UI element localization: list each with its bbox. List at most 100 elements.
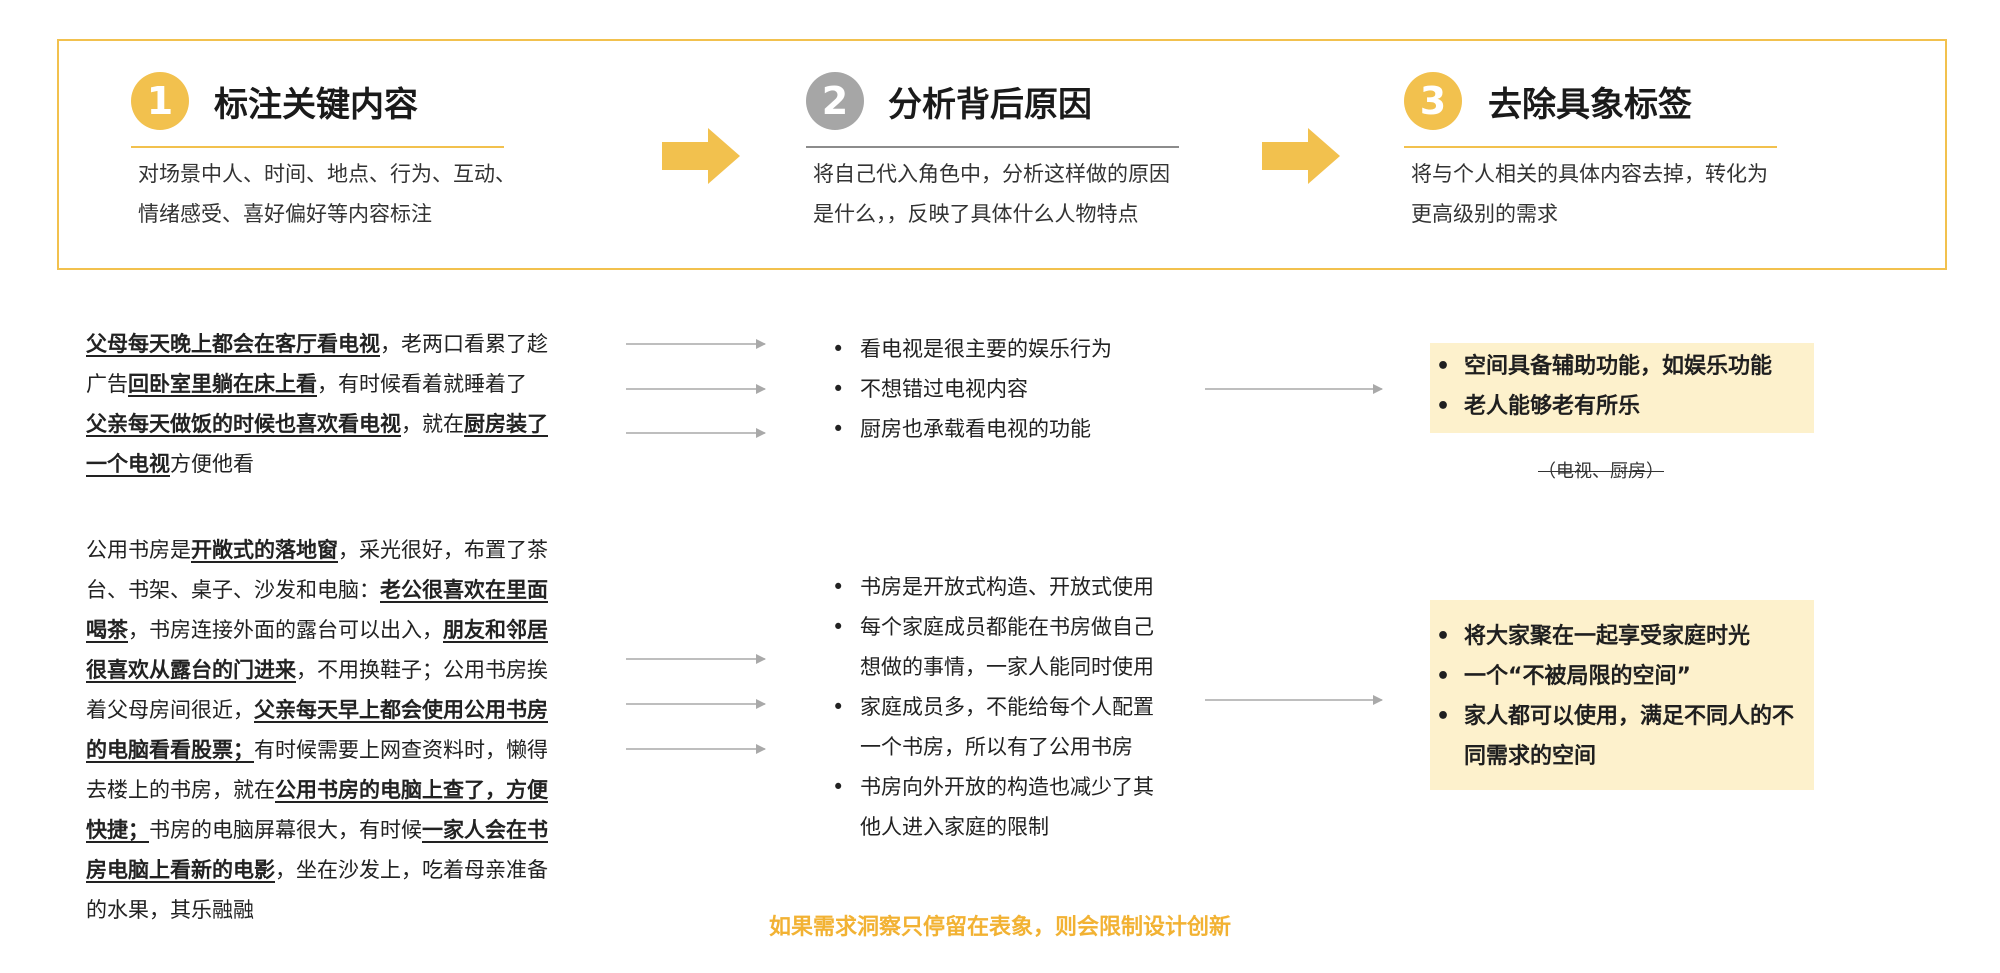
scenario-1-observation-line: 父母每天晚上都会在客厅看电视，老两口看累了趁 bbox=[86, 324, 548, 364]
need-item-text: 将大家聚在一起享受家庭时光 bbox=[1464, 624, 1751, 649]
highlighted-text: 的电脑看看股票； bbox=[86, 738, 254, 762]
plain-text: ，有时候看着就睡着了 bbox=[317, 372, 527, 396]
reason-item-text: 一个书房，所以有了公用书房 bbox=[860, 735, 1133, 759]
highlighted-text: 开敞式的落地窗 bbox=[191, 538, 338, 562]
scenario-1-removed-tags: （电视、厨房） bbox=[1538, 461, 1664, 482]
step-1-title: 标注关键内容 bbox=[214, 85, 418, 125]
highlighted-text: 很喜欢从露台的门进来 bbox=[86, 658, 296, 682]
reason-item-text: 书房是开放式构造、开放式使用 bbox=[860, 575, 1154, 599]
step-2-desc-line-2: 是什么，，反映了具体什么人物特点 bbox=[813, 202, 1139, 226]
plain-text: ，坐在沙发上，吃着母亲准备 bbox=[275, 858, 548, 882]
step-1-desc-line-2: 情绪感受、喜好偏好等内容标注 bbox=[138, 202, 432, 226]
reason-item: 书房是开放式构造、开放式使用 bbox=[830, 567, 1154, 607]
plain-text: 去楼上的书房，就在 bbox=[86, 778, 275, 802]
reason-item-text: 他人进入家庭的限制 bbox=[860, 815, 1049, 839]
reason-item-text: 每个家庭成员都能在书房做自己 bbox=[860, 615, 1154, 639]
scenario-1-observation: 父母每天晚上都会在客厅看电视，老两口看累了趁广告回卧室里躺在床上看，有时候看着就… bbox=[86, 324, 548, 484]
scenario-1-reasons-list: 看电视是很主要的娱乐行为不想错过电视内容厨房也承载看电视的功能 bbox=[830, 329, 1112, 449]
step-3-title: 去除具象标签 bbox=[1488, 85, 1692, 125]
highlighted-text: 喝茶 bbox=[86, 618, 128, 642]
step-1-desc-line-1: 对场景中人、时间、地点、行为、互动、 bbox=[138, 162, 516, 186]
step-arrow-1-icon bbox=[662, 128, 740, 184]
scenario-1-observation-line: 广告回卧室里躺在床上看，有时候看着就睡着了 bbox=[86, 364, 548, 404]
highlighted-text: 父母每天晚上都会在客厅看电视 bbox=[86, 332, 380, 356]
highlighted-text: 房电脑上看新的电影 bbox=[86, 858, 275, 882]
process-frame bbox=[57, 39, 1947, 270]
highlighted-text: 快捷； bbox=[86, 818, 149, 842]
highlighted-text: 一家人会在书 bbox=[422, 818, 548, 842]
plain-text: 方便他看 bbox=[170, 452, 254, 476]
scenario-2-observation: 公用书房是开敞式的落地窗，采光很好，布置了茶台、书架、桌子、沙发和电脑：老公很喜… bbox=[86, 530, 548, 930]
need-item: 一个“不被局限的空间” bbox=[1430, 657, 1814, 697]
highlighted-text: 朋友和邻居 bbox=[443, 618, 548, 642]
scenario-2-needs-box: 将大家聚在一起享受家庭时光一个“不被局限的空间” 家人都可以使用，满足不同人的不同… bbox=[1430, 600, 1814, 790]
highlighted-text: 一个电视 bbox=[86, 452, 170, 476]
scenario-1-observation-line: 父亲每天做饭的时候也喜欢看电视，就在厨房装了 bbox=[86, 404, 548, 444]
reason-item-text: 不想错过电视内容 bbox=[860, 377, 1028, 401]
reason-item-text: 书房向外开放的构造也减少了其 bbox=[860, 775, 1154, 799]
step-3-divider bbox=[1404, 146, 1777, 148]
highlighted-text: 父亲每天早上都会使用公用书房 bbox=[254, 698, 548, 722]
plain-text: 的水果，其乐融融 bbox=[86, 898, 254, 922]
highlighted-text: 厨房装了 bbox=[464, 412, 548, 436]
scenario-2-observation-line: 台、书架、桌子、沙发和电脑：老公很喜欢在里面 bbox=[86, 570, 548, 610]
scenario-2-observation-line: 快捷；书房的电脑屏幕很大，有时候一家人会在书 bbox=[86, 810, 548, 850]
step-arrow-2-icon bbox=[1262, 128, 1340, 184]
step-3-number-badge: 3 bbox=[1404, 72, 1462, 130]
scenario-2-observation-line: 公用书房是开敞式的落地窗，采光很好，布置了茶 bbox=[86, 530, 548, 570]
highlighted-text: 回卧室里躺在床上看 bbox=[128, 372, 317, 396]
need-item: 将大家聚在一起享受家庭时光 bbox=[1430, 617, 1814, 657]
plain-text: 书房的电脑屏幕很大，有时候 bbox=[149, 818, 422, 842]
highlighted-text: 老公很喜欢在里面 bbox=[380, 578, 548, 602]
reason-item: 厨房也承载看电视的功能 bbox=[830, 409, 1112, 449]
step-2-desc-line-1: 将自己代入角色中，分析这样做的原因 bbox=[813, 162, 1170, 186]
need-item-text: 同需求的空间 bbox=[1464, 744, 1597, 769]
scenario-2-observation-line: 着父母房间很近，父亲每天早上都会使用公用书房 bbox=[86, 690, 548, 730]
scenario-1-observation-line: 一个电视方便他看 bbox=[86, 444, 548, 484]
scenario-2-observation-line: 的电脑看看股票；有时候需要上网查资料时，懒得 bbox=[86, 730, 548, 770]
step-2-divider bbox=[806, 146, 1179, 148]
need-item: 空间具备辅助功能，如娱乐功能 bbox=[1430, 347, 1814, 387]
plain-text: ，不用换鞋子；公用书房挨 bbox=[296, 658, 548, 682]
scenario-2-reasons-list: 书房是开放式构造、开放式使用每个家庭成员都能在书房做自己想做的事情，一家人能同时… bbox=[830, 567, 1154, 847]
step-3-desc-line-2: 更高级别的需求 bbox=[1411, 202, 1558, 226]
reason-item-text: 想做的事情，一家人能同时使用 bbox=[860, 655, 1154, 679]
step-1-divider bbox=[131, 146, 504, 148]
need-item-text: 一个“不被局限的空间” bbox=[1464, 664, 1691, 689]
plain-text: ，采光很好，布置了茶 bbox=[338, 538, 548, 562]
plain-text: ，老两口看累了趁 bbox=[380, 332, 548, 356]
need-item-text: 老人能够老有所乐 bbox=[1464, 394, 1641, 419]
reason-item-text: 家庭成员多，不能给每个人配置 bbox=[860, 695, 1154, 719]
scenario-2-observation-line: 去楼上的书房，就在公用书房的电脑上查了，方便 bbox=[86, 770, 548, 810]
plain-text: 公用书房是 bbox=[86, 538, 191, 562]
scenario-2-observation-line: 的水果，其乐融融 bbox=[86, 890, 548, 930]
reason-item: 不想错过电视内容 bbox=[830, 369, 1112, 409]
reason-item: 看电视是很主要的娱乐行为 bbox=[830, 329, 1112, 369]
plain-text: ，书房连接外面的露台可以出入， bbox=[128, 618, 443, 642]
step-2-title: 分析背后原因 bbox=[888, 85, 1092, 125]
need-item: 老人能够老有所乐 bbox=[1430, 387, 1814, 427]
highlighted-text: 父亲每天做饭的时候也喜欢看电视 bbox=[86, 412, 401, 436]
plain-text: 广告 bbox=[86, 372, 128, 396]
plain-text: 着父母房间很近， bbox=[86, 698, 254, 722]
need-item-text: 空间具备辅助功能，如娱乐功能 bbox=[1464, 354, 1773, 379]
highlighted-text: 公用书房的电脑上查了，方便 bbox=[275, 778, 548, 802]
scenario-2-observation-line: 喝茶，书房连接外面的露台可以出入，朋友和邻居 bbox=[86, 610, 548, 650]
plain-text: 有时候需要上网查资料时，懒得 bbox=[254, 738, 548, 762]
need-item-text: 家人都可以使用，满足不同人的不 bbox=[1464, 704, 1795, 729]
reason-item-text: 厨房也承载看电视的功能 bbox=[860, 417, 1091, 441]
step-3-desc-line-1: 将与个人相关的具体内容去掉，转化为 bbox=[1411, 162, 1768, 186]
footer-conclusion: 如果需求洞察只停留在表象，则会限制设计创新 bbox=[768, 915, 1231, 940]
step-1-number-badge: 1 bbox=[131, 72, 189, 130]
scenario-1-needs-box: 空间具备辅助功能，如娱乐功能老人能够老有所乐 bbox=[1430, 343, 1814, 433]
step-2-number-badge: 2 bbox=[806, 72, 864, 130]
plain-text: 台、书架、桌子、沙发和电脑： bbox=[86, 578, 380, 602]
reason-item-text: 看电视是很主要的娱乐行为 bbox=[860, 337, 1112, 361]
scenario-2-observation-line: 房电脑上看新的电影，坐在沙发上，吃着母亲准备 bbox=[86, 850, 548, 890]
scenario-2-observation-line: 很喜欢从露台的门进来，不用换鞋子；公用书房挨 bbox=[86, 650, 548, 690]
